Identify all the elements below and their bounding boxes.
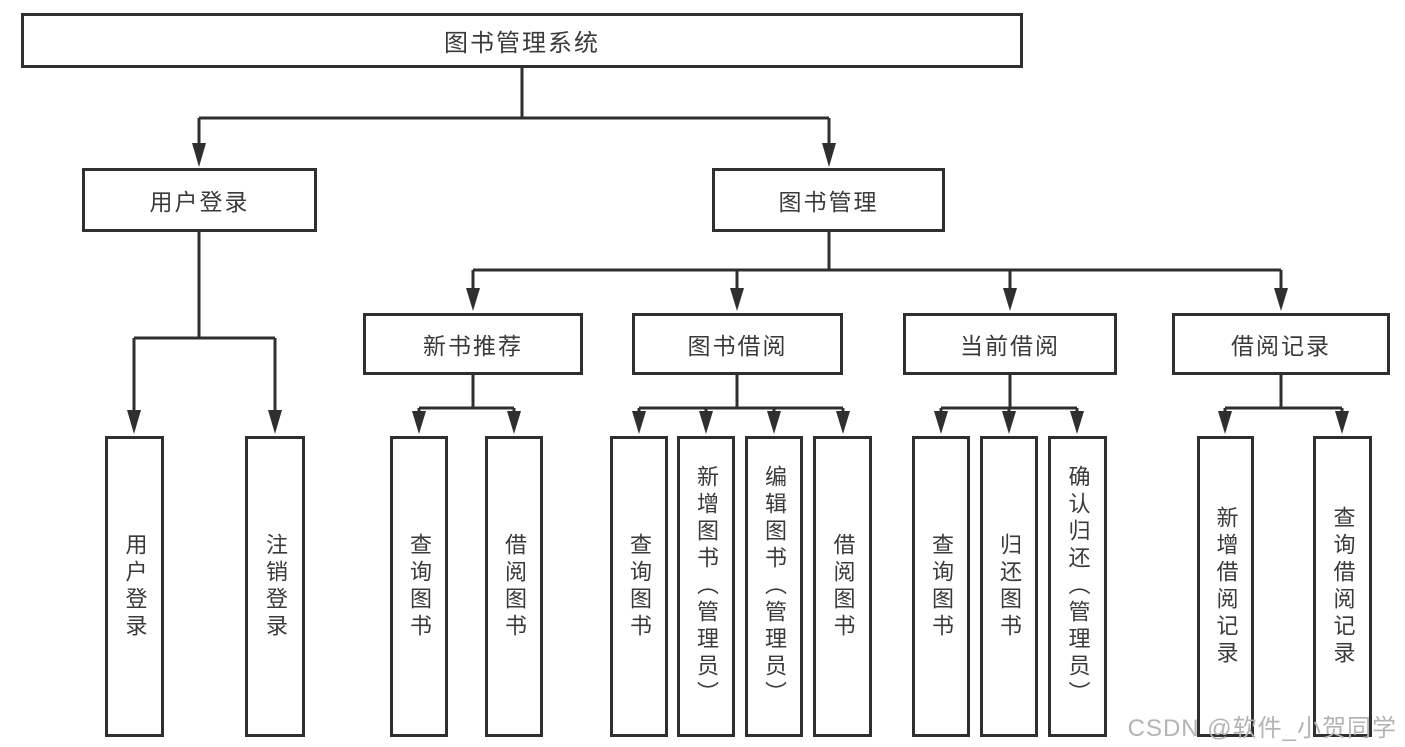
leaf-borrow-books-2: 借阅图书 <box>813 436 872 737</box>
connector-book-borrow-to-leaves <box>632 375 850 434</box>
leaf-user-login: 用户登录 <box>105 436 164 737</box>
connector-user-login-to-leaves <box>127 232 282 434</box>
leaf-add-borrow-record: 新增借阅记录 <box>1197 436 1254 737</box>
node-book-borrow: 图书借阅 <box>632 313 843 375</box>
leaf-query-books-3: 查询图书 <box>912 436 970 737</box>
node-library-system: 图书管理系统 <box>21 13 1023 68</box>
leaf-confirm-return-admin: 确认归还（管理员） <box>1048 436 1107 737</box>
connector-current-borrow-to-leaves <box>934 375 1084 434</box>
leaf-add-books-admin: 新增图书（管理员） <box>677 436 735 737</box>
leaf-query-borrow-record: 查询借阅记录 <box>1313 436 1372 737</box>
node-borrow-records: 借阅记录 <box>1172 313 1390 375</box>
node-user-login: 用户登录 <box>82 168 317 232</box>
connector-root-to-level2 <box>192 68 836 167</box>
connector-new-book-to-leaves <box>412 375 521 434</box>
connector-book-mgmt-to-level3 <box>466 232 1288 311</box>
node-book-management: 图书管理 <box>712 168 945 232</box>
node-new-book-recommend: 新书推荐 <box>363 313 583 375</box>
leaf-edit-books-admin: 编辑图书（管理员） <box>745 436 803 737</box>
leaf-return-books: 归还图书 <box>980 436 1038 737</box>
leaf-logout: 注销登录 <box>245 436 305 737</box>
csdn-watermark: CSDN @软件_小贺同学 <box>1127 715 1397 742</box>
connector-borrow-records-to-leaves <box>1218 375 1349 434</box>
leaf-query-books-2: 查询图书 <box>610 436 668 737</box>
leaf-query-books-1: 查询图书 <box>390 436 448 737</box>
node-current-borrow: 当前借阅 <box>903 313 1117 375</box>
leaf-borrow-books-1: 借阅图书 <box>485 436 543 737</box>
